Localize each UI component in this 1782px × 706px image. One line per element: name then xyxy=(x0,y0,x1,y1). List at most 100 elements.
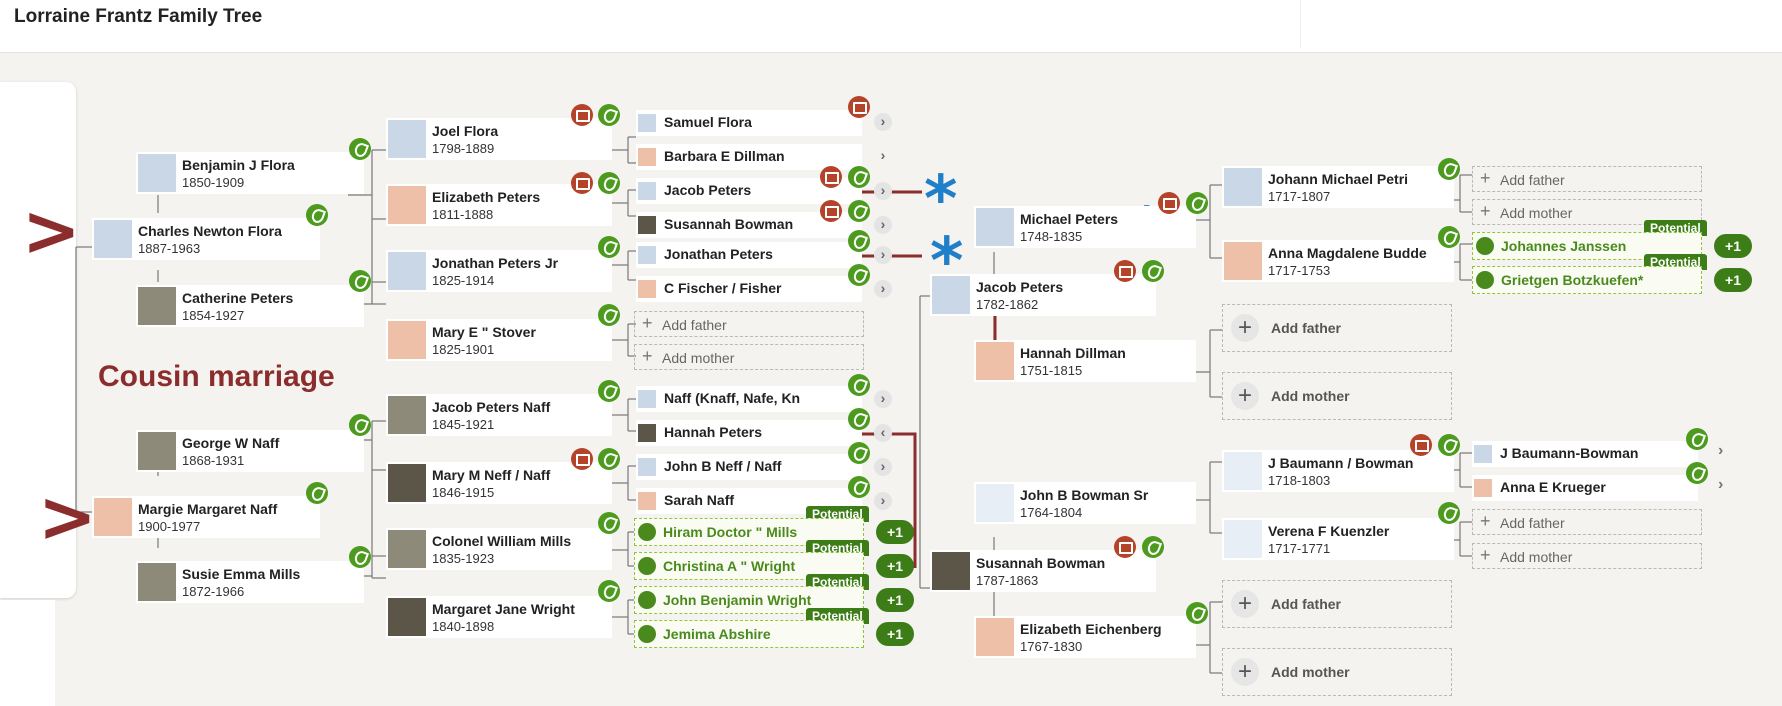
person-card-fischer[interactable]: C Fischer / Fisher xyxy=(636,276,862,302)
hint-leaf-icon[interactable] xyxy=(306,204,328,226)
add-father-button[interactable]: + Add father xyxy=(1222,580,1452,628)
hint-leaf-icon[interactable] xyxy=(349,138,371,160)
person-card-susie[interactable]: Susie Emma Mills 1872-1966 xyxy=(136,561,364,603)
hint-leaf-icon[interactable] xyxy=(598,448,620,470)
person-card-hannah-s[interactable]: Hannah Peters xyxy=(636,420,862,446)
add-mother-button[interactable]: + Add mother xyxy=(1472,199,1702,225)
hint-leaf-icon[interactable] xyxy=(848,166,870,188)
hint-leaf-icon[interactable] xyxy=(598,172,620,194)
person-card-barbara[interactable]: Barbara E Dillman xyxy=(636,144,862,170)
hint-leaf-icon[interactable] xyxy=(1438,158,1460,180)
record-hint-icon[interactable] xyxy=(571,104,593,126)
person-card-samuel[interactable]: Samuel Flora xyxy=(636,110,862,136)
person-card-anna-magdalene[interactable]: Anna Magdalene Budde 1717-1753 xyxy=(1222,240,1454,282)
person-card-charles[interactable]: Charles Newton Flora 1887-1963 xyxy=(92,218,320,260)
person-card-jonathan-jr[interactable]: Jonathan Peters Jr 1825-1914 xyxy=(386,250,612,292)
chevron-right-icon[interactable]: › xyxy=(880,147,886,163)
add-mother-button[interactable]: + Add mother xyxy=(1222,648,1452,696)
record-hint-icon[interactable] xyxy=(820,166,842,188)
person-card-joel[interactable]: Joel Flora 1798-1889 xyxy=(386,118,612,160)
person-card-mary-neff[interactable]: Mary M Neff / Naff 1846-1915 xyxy=(386,462,612,504)
potential-count-button[interactable]: +1 xyxy=(1714,234,1752,258)
hint-leaf-icon[interactable] xyxy=(598,236,620,258)
add-mother-button[interactable]: + Add mother xyxy=(634,344,864,370)
person-card-benjamin[interactable]: Benjamin J Flora 1850-1909 xyxy=(136,152,364,194)
person-card-mary-stover[interactable]: Mary E " Stover 1825-1901 xyxy=(386,319,612,361)
chevron-right-icon[interactable]: › xyxy=(874,216,892,234)
person-card-verena[interactable]: Verena F Kuenzler 1717-1771 xyxy=(1222,518,1454,560)
hint-leaf-icon[interactable] xyxy=(1686,428,1708,450)
person-card-johnb-neff[interactable]: John B Neff / Naff xyxy=(636,454,862,480)
hint-leaf-icon[interactable] xyxy=(1686,462,1708,484)
potential-count-button[interactable]: +1 xyxy=(876,588,914,612)
potential-count-button[interactable]: +1 xyxy=(1714,268,1752,292)
hint-leaf-icon[interactable] xyxy=(848,230,870,252)
person-card-margaret[interactable]: Margaret Jane Wright 1840-1898 xyxy=(386,596,612,638)
person-card-jacob-naff[interactable]: Jacob Peters Naff 1845-1921 xyxy=(386,394,612,436)
hint-leaf-icon[interactable] xyxy=(1438,434,1460,456)
hint-leaf-icon[interactable] xyxy=(1142,536,1164,558)
person-card-johnbs[interactable]: John B Bowman Sr 1764-1804 xyxy=(974,482,1196,524)
hint-leaf-icon[interactable] xyxy=(349,414,371,436)
hint-leaf-icon[interactable] xyxy=(1186,192,1208,214)
hint-leaf-icon[interactable] xyxy=(1142,260,1164,282)
chevron-right-icon[interactable]: › xyxy=(874,390,892,408)
hint-leaf-icon[interactable] xyxy=(598,104,620,126)
hint-leaf-icon[interactable] xyxy=(848,374,870,396)
person-card-george[interactable]: George W Naff 1868-1931 xyxy=(136,430,364,472)
hint-leaf-icon[interactable] xyxy=(848,442,870,464)
add-father-button[interactable]: + Add father xyxy=(1472,166,1702,192)
record-hint-icon[interactable] xyxy=(1114,260,1136,282)
person-card-elizabeth-eichenberg[interactable]: Elizabeth Eichenberg 1767-1830 xyxy=(974,616,1196,658)
hint-leaf-icon[interactable] xyxy=(848,476,870,498)
chevron-right-icon[interactable]: › xyxy=(874,113,892,131)
hint-leaf-icon[interactable] xyxy=(598,512,620,534)
record-hint-icon[interactable] xyxy=(571,448,593,470)
chevron-right-icon[interactable]: › xyxy=(874,280,892,298)
potential-count-button[interactable]: +1 xyxy=(876,554,914,578)
hint-leaf-icon[interactable] xyxy=(598,580,620,602)
add-father-button[interactable]: + Add father xyxy=(634,311,864,337)
hint-leaf-icon[interactable] xyxy=(598,380,620,402)
potential-card-jemima[interactable]: Jemima Abshire xyxy=(634,620,864,648)
potential-count-button[interactable]: +1 xyxy=(876,520,914,544)
chevron-right-icon[interactable]: › xyxy=(874,246,892,264)
person-card-elizabeth-peters[interactable]: Elizabeth Peters 1811-1888 xyxy=(386,184,612,226)
record-hint-icon[interactable] xyxy=(1410,434,1432,456)
person-card-jacob-peters[interactable]: Jacob Peters 1782-1862 xyxy=(930,274,1156,316)
chevron-right-icon[interactable]: › xyxy=(874,182,892,200)
potential-card-grietgen[interactable]: Grietgen Botzkuefen* xyxy=(1472,266,1702,294)
chevron-right-icon[interactable]: › xyxy=(874,458,892,476)
person-card-naff-knaff[interactable]: Naff (Knaff, Nafe, Kn xyxy=(636,386,862,412)
person-card-jbaumann[interactable]: J Baumann / Bowman 1718-1803 xyxy=(1222,450,1454,492)
hint-leaf-icon[interactable] xyxy=(1186,602,1208,624)
record-hint-icon[interactable] xyxy=(571,172,593,194)
person-card-jbaumann-bowman[interactable]: J Baumann-Bowman xyxy=(1472,441,1698,467)
person-card-jonathan-s[interactable]: Jonathan Peters xyxy=(636,242,862,268)
potential-card-christina[interactable]: Christina A " Wright xyxy=(634,552,864,580)
person-card-margie[interactable]: Margie Margaret Naff 1900-1977 xyxy=(92,496,320,538)
hint-leaf-icon[interactable] xyxy=(349,546,371,568)
hint-leaf-icon[interactable] xyxy=(598,304,620,326)
chevron-right-icon[interactable]: › xyxy=(1718,442,1724,459)
hint-leaf-icon[interactable] xyxy=(848,264,870,286)
record-hint-icon[interactable] xyxy=(820,200,842,222)
person-card-susannah-bowman[interactable]: Susannah Bowman 1787-1863 xyxy=(930,550,1156,592)
hint-leaf-icon[interactable] xyxy=(1438,226,1460,248)
person-card-catherine[interactable]: Catherine Peters 1854-1927 xyxy=(136,285,364,327)
potential-count-button[interactable]: +1 xyxy=(876,622,914,646)
add-mother-button[interactable]: + Add mother xyxy=(1472,543,1702,569)
chevron-left-icon[interactable]: ‹ xyxy=(874,424,892,442)
record-hint-icon[interactable] xyxy=(1158,192,1180,214)
add-mother-button[interactable]: + Add mother xyxy=(1222,372,1452,420)
add-father-button[interactable]: + Add father xyxy=(1222,304,1452,352)
chevron-right-icon[interactable]: › xyxy=(874,492,892,510)
hint-leaf-icon[interactable] xyxy=(1438,502,1460,524)
hint-leaf-icon[interactable] xyxy=(306,482,328,504)
hint-leaf-icon[interactable] xyxy=(848,408,870,430)
hint-leaf-icon[interactable] xyxy=(848,200,870,222)
record-hint-icon[interactable] xyxy=(848,96,870,118)
person-card-hannah-dillman[interactable]: Hannah Dillman 1751-1815 xyxy=(974,340,1196,382)
record-hint-icon[interactable] xyxy=(1114,536,1136,558)
person-card-colonel[interactable]: Colonel William Mills 1835-1923 xyxy=(386,528,612,570)
